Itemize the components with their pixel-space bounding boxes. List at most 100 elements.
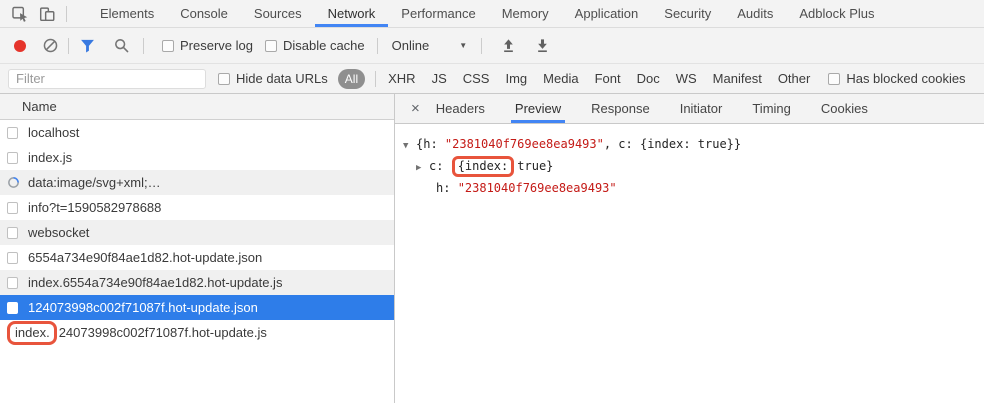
throttling-select[interactable]: Online ▼ bbox=[392, 38, 468, 53]
json-c-line: ▶c: {index:true} bbox=[403, 156, 984, 178]
import-har-button[interactable] bbox=[496, 34, 520, 58]
tab-console[interactable]: Console bbox=[180, 6, 228, 21]
json-root-line: ▼ {h: "2381040f769ee8ea9493", c: {index: … bbox=[403, 134, 984, 156]
name-column-header[interactable]: Name bbox=[0, 94, 394, 120]
request-row-index-js[interactable]: index.js bbox=[0, 145, 394, 170]
request-rows: localhost index.js data:image/svg+xml;… bbox=[0, 120, 394, 403]
file-icon bbox=[7, 151, 18, 164]
json-text: , c: {index: true}} bbox=[603, 137, 742, 151]
clear-icon bbox=[42, 37, 59, 54]
preserve-log-option: Preserve log bbox=[162, 38, 253, 53]
tab-initiator[interactable]: Initiator bbox=[679, 101, 723, 116]
inspect-element-button[interactable] bbox=[6, 1, 33, 27]
tab-elements[interactable]: Elements bbox=[100, 6, 155, 21]
tab-response[interactable]: Response bbox=[591, 101, 650, 116]
filter-type-media[interactable]: Media bbox=[543, 71, 579, 86]
device-toolbar-button[interactable] bbox=[33, 1, 60, 27]
tab-adblock-plus[interactable]: Adblock Plus bbox=[799, 6, 875, 21]
filter-type-xhr[interactable]: XHR bbox=[388, 71, 416, 86]
close-icon[interactable]: × bbox=[411, 100, 420, 117]
tab-cookies[interactable]: Cookies bbox=[820, 101, 868, 116]
filter-toggle-button[interactable] bbox=[75, 34, 99, 58]
request-row-data-image[interactable]: data:image/svg+xml;… bbox=[0, 170, 394, 195]
tab-network[interactable]: Network bbox=[315, 0, 389, 27]
search-icon bbox=[113, 37, 130, 54]
request-row-hot-update-json-2-selected[interactable]: 124073998c002f71087f.hot-update.json bbox=[0, 295, 394, 320]
throttling-value: Online bbox=[391, 38, 430, 53]
json-text: {h: bbox=[416, 137, 445, 151]
record-button[interactable] bbox=[14, 39, 26, 52]
devtools-tabbar: Elements Console Sources Network Perform… bbox=[0, 0, 984, 28]
filter-type-doc[interactable]: Doc bbox=[636, 71, 660, 86]
disable-cache-checkbox[interactable] bbox=[264, 39, 277, 52]
json-string-value: "2381040f769ee8ea9493" bbox=[457, 181, 617, 195]
download-icon bbox=[534, 37, 551, 54]
filter-type-css[interactable]: CSS bbox=[462, 71, 490, 86]
file-icon bbox=[7, 301, 18, 314]
search-button[interactable] bbox=[109, 34, 133, 58]
request-name: info?t=1590582978688 bbox=[28, 200, 162, 215]
request-row-hot-update-json-1[interactable]: 6554a734e90f84ae1d82.hot-update.json bbox=[0, 245, 394, 270]
request-detail-panel: × Headers Preview Response Initiator Tim… bbox=[395, 94, 984, 403]
request-name: index.js bbox=[28, 150, 73, 165]
chevron-down-icon: ▼ bbox=[459, 41, 468, 50]
filter-type-other[interactable]: Other bbox=[777, 71, 811, 86]
has-blocked-cookies-checkbox[interactable] bbox=[828, 72, 841, 85]
request-name: index.6554a734e90f84ae1d82.hot-update.js bbox=[28, 275, 283, 290]
file-icon bbox=[7, 201, 18, 214]
annotation-highlight-box: {index: bbox=[451, 156, 515, 177]
request-name: websocket bbox=[28, 225, 90, 240]
preserve-log-checkbox[interactable] bbox=[162, 39, 174, 52]
filter-type-all[interactable]: All bbox=[337, 68, 366, 89]
request-row-info[interactable]: info?t=1590582978688 bbox=[0, 195, 394, 220]
hide-data-urls-label: Hide data URLs bbox=[236, 71, 328, 86]
export-har-button[interactable] bbox=[530, 34, 554, 58]
network-toolbar: Preserve log Disable cache Online ▼ bbox=[0, 28, 984, 64]
network-main: Name localhost index.js bbox=[0, 94, 984, 403]
filter-type-js[interactable]: JS bbox=[431, 71, 447, 86]
request-row-hot-update-js-1[interactable]: index.6554a734e90f84ae1d82.hot-update.js bbox=[0, 270, 394, 295]
tab-sources[interactable]: Sources bbox=[253, 6, 302, 21]
device-toolbar-icon bbox=[38, 5, 56, 23]
tab-audits[interactable]: Audits bbox=[737, 6, 774, 21]
request-row-hot-update-js-2[interactable]: index. 24073998c002f71087f.hot-update.js bbox=[0, 320, 394, 345]
filter-input[interactable] bbox=[8, 68, 206, 89]
tab-headers[interactable]: Headers bbox=[435, 101, 485, 116]
file-icon bbox=[7, 276, 18, 289]
request-name: localhost bbox=[28, 125, 80, 140]
divider bbox=[375, 70, 377, 87]
filter-type-ws[interactable]: WS bbox=[675, 71, 697, 86]
request-row-localhost[interactable]: localhost bbox=[0, 120, 394, 145]
upload-icon bbox=[500, 37, 517, 54]
filter-type-manifest[interactable]: Manifest bbox=[712, 71, 762, 86]
divider bbox=[481, 37, 483, 54]
annotation-highlight-box: index. bbox=[7, 320, 57, 345]
hide-data-urls-checkbox[interactable] bbox=[218, 72, 230, 85]
divider bbox=[143, 37, 144, 54]
tab-application[interactable]: Application bbox=[574, 6, 639, 21]
file-icon bbox=[7, 226, 18, 239]
preview-pane: ▼{h: "2381040f769ee8ea9493", c: {index: … bbox=[395, 124, 984, 198]
json-h-line: h: "2381040f769ee8ea9493" bbox=[403, 178, 984, 198]
request-list-panel: Name localhost index.js bbox=[0, 94, 395, 403]
tab-security[interactable]: Security bbox=[664, 6, 712, 21]
request-row-websocket[interactable]: websocket bbox=[0, 220, 394, 245]
json-string-value: "2381040f769ee8ea9493" bbox=[444, 137, 604, 151]
filter-type-img[interactable]: Img bbox=[505, 71, 528, 86]
detail-tabbar: × Headers Preview Response Initiator Tim… bbox=[395, 94, 984, 124]
tab-timing[interactable]: Timing bbox=[752, 101, 791, 116]
filter-type-font[interactable]: Font bbox=[594, 71, 621, 86]
divider bbox=[66, 5, 67, 22]
request-name: 24073998c002f71087f.hot-update.js bbox=[58, 325, 267, 340]
tab-memory[interactable]: Memory bbox=[501, 6, 549, 21]
tree-collapsed-icon[interactable]: ▶ bbox=[416, 163, 422, 173]
clear-button[interactable] bbox=[38, 34, 62, 58]
tab-preview[interactable]: Preview bbox=[511, 94, 565, 123]
tab-performance[interactable]: Performance bbox=[401, 6, 476, 21]
request-name: data:image/svg+xml;… bbox=[28, 175, 161, 190]
tree-expanded-icon[interactable]: ▼ bbox=[403, 141, 409, 151]
network-filter-bar: Hide data URLs All XHR JS CSS Img Media … bbox=[0, 64, 984, 94]
request-name: 6554a734e90f84ae1d82.hot-update.json bbox=[28, 250, 263, 265]
filter-type-list: XHR JS CSS Img Media Font Doc WS Manifes… bbox=[388, 71, 810, 86]
